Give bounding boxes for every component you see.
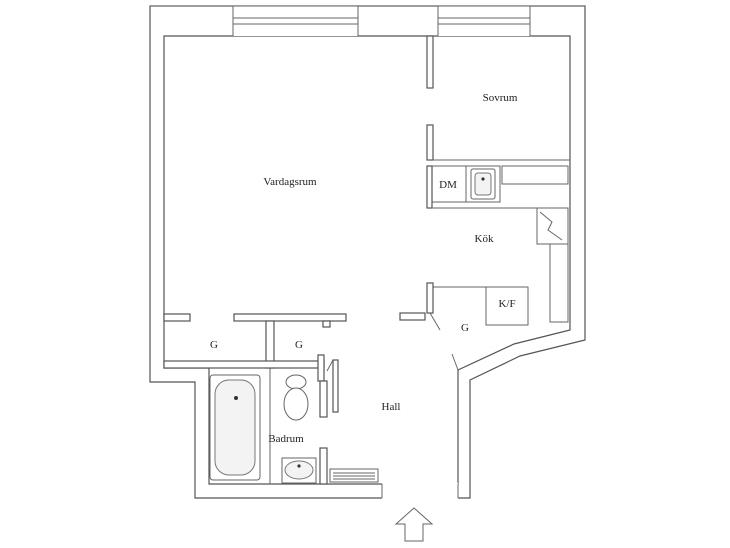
label-vardagsrum: Vardagsrum	[263, 176, 317, 188]
window-sovrum	[438, 6, 530, 36]
entrance-arrow-icon	[394, 507, 434, 542]
label-kf: K/F	[498, 298, 515, 310]
label-badrum: Badrum	[268, 433, 304, 445]
entrance-opening	[382, 483, 458, 499]
label-kok: Kök	[475, 233, 494, 245]
label-g-middle: G	[295, 339, 303, 351]
label-dm: DM	[439, 179, 457, 191]
label-g-kitchen: G	[461, 322, 469, 334]
windows	[150, 5, 585, 36]
kitchen-sink	[470, 168, 496, 200]
label-g-left: G	[210, 339, 218, 351]
label-hall: Hall	[382, 401, 401, 413]
label-sovrum: Sovrum	[483, 92, 518, 104]
window-vardagsrum	[233, 6, 358, 36]
bathroom-fixtures	[209, 374, 379, 484]
toilet	[285, 374, 307, 390]
